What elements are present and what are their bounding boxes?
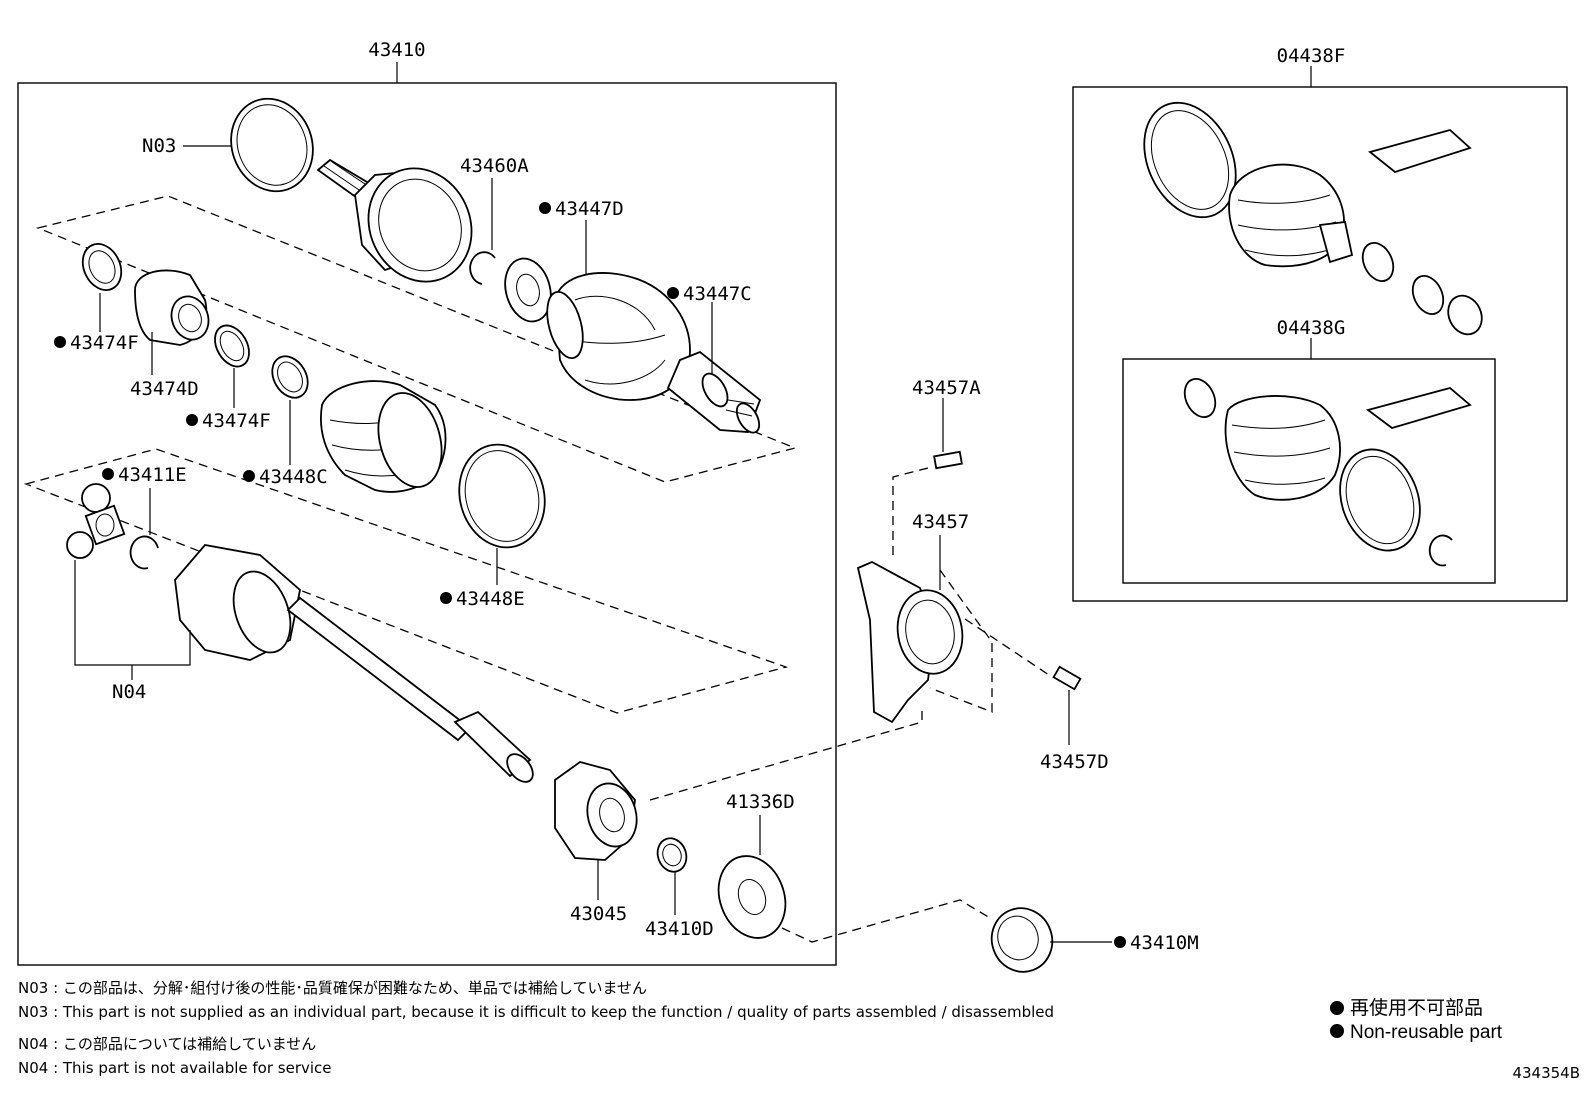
note-n03-english: N03 : This part is not supplied as an in… xyxy=(18,1003,1054,1021)
note-n03-japanese: N03 : この部品は、分解･組付け後の性能･品質確保が困難なため、単品では補給… xyxy=(18,979,647,997)
label-43447D: 43447D xyxy=(555,198,624,220)
clamp-43448E xyxy=(458,443,546,549)
legend-dot-icon xyxy=(1330,1024,1344,1038)
figure-id: 434354B xyxy=(1512,1064,1580,1082)
frame-04438G xyxy=(1122,358,1496,584)
label-43457: 43457 xyxy=(912,511,969,533)
frame-43410 xyxy=(17,82,837,966)
boot-kit-04438G xyxy=(1183,378,1472,567)
inner-joint-and-shaft xyxy=(66,483,534,783)
label-43410: 43410 xyxy=(368,39,425,61)
clamp-43474F-b xyxy=(214,324,250,368)
outer-cv-joint-assembly xyxy=(230,97,762,434)
non-reusable-dot xyxy=(539,202,551,214)
seal-43410M xyxy=(990,907,1054,973)
label-43474F-b: 43474F xyxy=(202,410,271,432)
non-reusable-dot xyxy=(440,592,452,604)
outer-joint-small-parts xyxy=(81,243,546,549)
footnotes: N03 : この部品は、分解･組付け後の性能･品質確保が困難なため、単品では補給… xyxy=(18,979,1054,1077)
label-43457A: 43457A xyxy=(912,377,981,399)
note-n04-japanese: N04 : この部品については補給していません xyxy=(18,1035,316,1053)
label-43045: 43045 xyxy=(570,903,627,925)
seal-ring-n03 xyxy=(230,97,314,193)
label-43411E: 43411E xyxy=(118,464,187,486)
washer-43410D xyxy=(656,837,688,873)
label-43448C: 43448C xyxy=(259,466,328,488)
non-reusable-dot xyxy=(667,287,679,299)
label-43448E: 43448E xyxy=(456,588,525,610)
boot-kit-04438F xyxy=(1143,101,1483,336)
inner-joint-group-outline xyxy=(23,448,789,714)
non-reusable-dot xyxy=(102,468,114,480)
legend: 再使用不可部品 Non-reusable part xyxy=(1330,997,1503,1043)
label-43474D: 43474D xyxy=(130,378,199,400)
dust-cover-41336D xyxy=(717,855,787,939)
leader-lines xyxy=(99,145,1112,943)
bracket-43457-assembly xyxy=(856,450,1082,724)
non-reusable-dot xyxy=(1114,936,1126,948)
non-reusable-dot xyxy=(243,470,255,482)
part-labels: 43410 04438F 04438G N03 43460A 43447D 43… xyxy=(54,39,1345,954)
bolt-43457D xyxy=(1052,665,1082,691)
bearing-bracket-and-washers xyxy=(554,761,787,939)
label-43447C: 43447C xyxy=(683,283,752,305)
non-reusable-dot xyxy=(54,336,66,348)
legend-english: Non-reusable part xyxy=(1350,1022,1503,1043)
clamp-43474F-a xyxy=(81,243,123,291)
label-04438G: 04438G xyxy=(1277,317,1346,339)
legend-japanese: 再使用不可部品 xyxy=(1350,997,1483,1019)
label-43410M: 43410M xyxy=(1130,932,1199,954)
label-41336D: 41336D xyxy=(726,791,795,813)
clamp-43448C xyxy=(271,355,309,399)
legend-dot-icon xyxy=(1330,1001,1344,1015)
label-43474F-a: 43474F xyxy=(70,332,139,354)
bolt-43457A xyxy=(933,450,963,470)
label-43460A: 43460A xyxy=(460,155,529,177)
label-N03: N03 xyxy=(142,135,176,157)
label-43457D: 43457D xyxy=(1040,751,1109,773)
label-43410D: 43410D xyxy=(645,918,714,940)
frame-04438F xyxy=(1072,86,1568,602)
note-n04-english: N04 : This part is not available for ser… xyxy=(18,1059,332,1077)
non-reusable-dot xyxy=(186,414,198,426)
label-04438F: 04438F xyxy=(1277,45,1346,67)
label-N04: N04 xyxy=(112,681,146,703)
